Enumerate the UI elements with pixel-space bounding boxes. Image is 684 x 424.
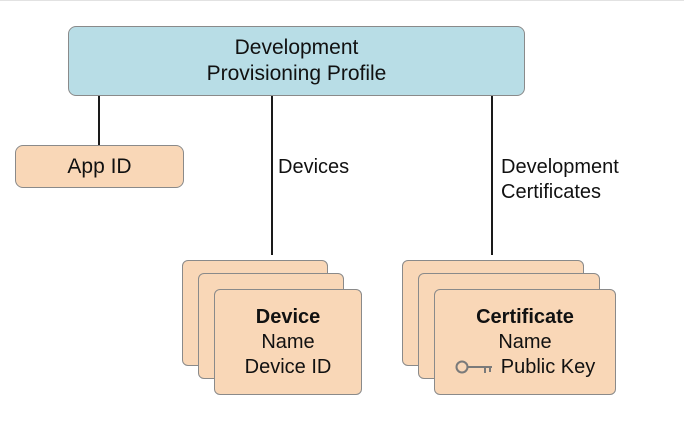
- device-card-title: Device: [255, 305, 321, 328]
- connector-certificates: [491, 96, 493, 255]
- app-id-label: App ID: [67, 154, 132, 178]
- app-id-box: App ID: [15, 145, 184, 188]
- certificate-card-title: Certificate: [476, 305, 574, 328]
- profile-title-line1: Development: [234, 36, 359, 59]
- device-card-name: Name: [261, 330, 315, 353]
- certificates-label-line2: Certificates: [501, 181, 602, 203]
- public-key-label: Public Key: [500, 355, 596, 378]
- top-divider: [0, 0, 684, 1]
- device-card-device-id: Device ID: [244, 355, 332, 378]
- certificates-label: Development Certificates: [501, 155, 619, 205]
- public-key-row: Public Key: [455, 355, 596, 380]
- certificate-card-name: Name: [498, 330, 552, 353]
- connector-app-id: [98, 96, 100, 145]
- connector-devices: [271, 96, 273, 255]
- certificates-label-line1: Development: [501, 156, 619, 178]
- profile-title-line2: Provisioning Profile: [206, 62, 387, 85]
- certificate-card: Certificate Name Public Key: [434, 289, 616, 395]
- devices-label: Devices: [278, 156, 350, 178]
- provisioning-profile-box: Development Provisioning Profile: [68, 26, 525, 96]
- key-icon: [455, 360, 492, 374]
- device-card: Device Name Device ID: [214, 289, 362, 395]
